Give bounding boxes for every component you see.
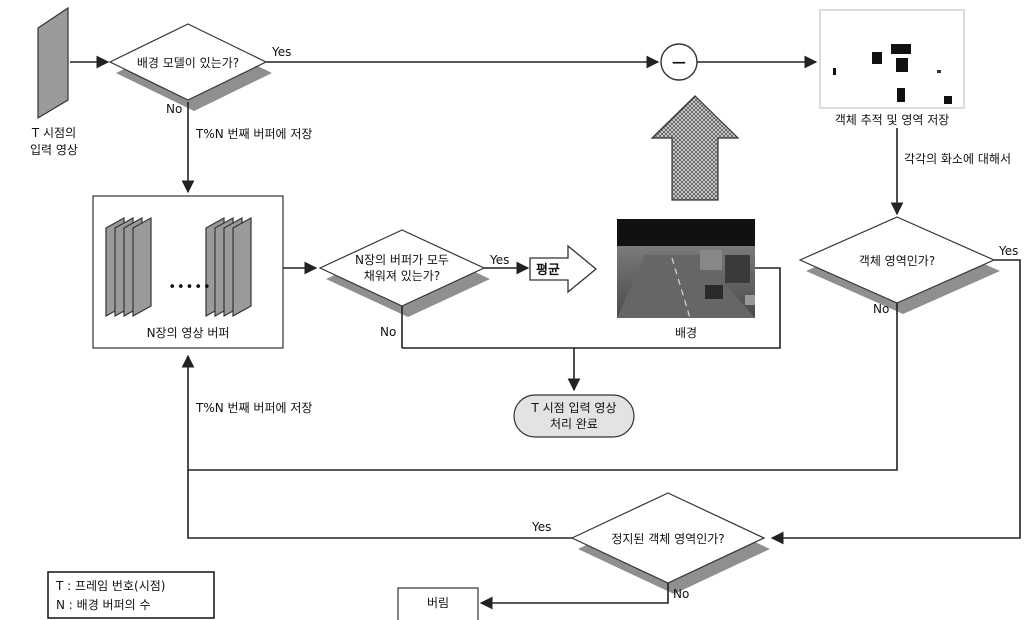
legend-line2: N : 배경 버퍼의 수 (56, 598, 151, 612)
tracking-label: 객체 추적 및 영역 저장 (835, 113, 950, 127)
legend-line1: T : 프레임 번호(시점) (55, 579, 165, 593)
decision2-line1: N장의 버퍼가 모두 (355, 253, 449, 267)
decision3-yes-label: Yes (998, 244, 1018, 258)
foreground-mask-image (820, 10, 964, 108)
done-line1: T 시점 입력 영상 (530, 401, 616, 415)
decision2-no-label: No (380, 325, 396, 339)
decision3-no-label: No (873, 302, 889, 316)
decision4-text: 정지된 객체 영역인가? (611, 532, 724, 546)
input-label-line1: T 시점의 (31, 126, 76, 140)
buffer-ellipsis: ••••• (168, 280, 211, 295)
buffer-frames-left-icon (106, 218, 151, 316)
arrow-no-to-discard (481, 583, 668, 603)
decision4-no-label: No (673, 587, 689, 601)
decision4-yes-label: Yes (531, 520, 551, 534)
decision2-yes-label: Yes (489, 253, 509, 267)
decision1-no-label: No (166, 102, 182, 116)
decision2-line2: 채워져 있는가? (364, 269, 440, 283)
discard-label: 버림 (427, 596, 449, 610)
per-pixel-label: 각각의 화소에 대해서 (904, 152, 1011, 166)
average-label: 평균 (536, 262, 560, 278)
store-label-top: T%N 번째 버퍼에 저장 (195, 127, 312, 141)
done-line2: 처리 완료 (550, 417, 598, 431)
connector-decision4-yes (188, 470, 572, 538)
decision1-yes-label: Yes (271, 45, 291, 59)
store-label-bottom: T%N 번째 버퍼에 저장 (195, 401, 312, 415)
decision3-text: 객체 영역인가? (859, 254, 935, 268)
arrow-no-to-buffer-bottom (188, 303, 897, 470)
background-image (617, 219, 755, 318)
input-frame-icon (38, 8, 68, 118)
background-label: 배경 (675, 326, 697, 340)
input-label-line2: 입력 영상 (30, 143, 78, 157)
buffer-label: N장의 영상 버퍼 (147, 326, 230, 340)
buffer-frames-right-icon (206, 218, 251, 316)
decision1-text: 배경 모델이 있는가? (137, 56, 239, 70)
background-update-arrow-icon (652, 96, 738, 200)
subtract-symbol: − (671, 50, 688, 74)
